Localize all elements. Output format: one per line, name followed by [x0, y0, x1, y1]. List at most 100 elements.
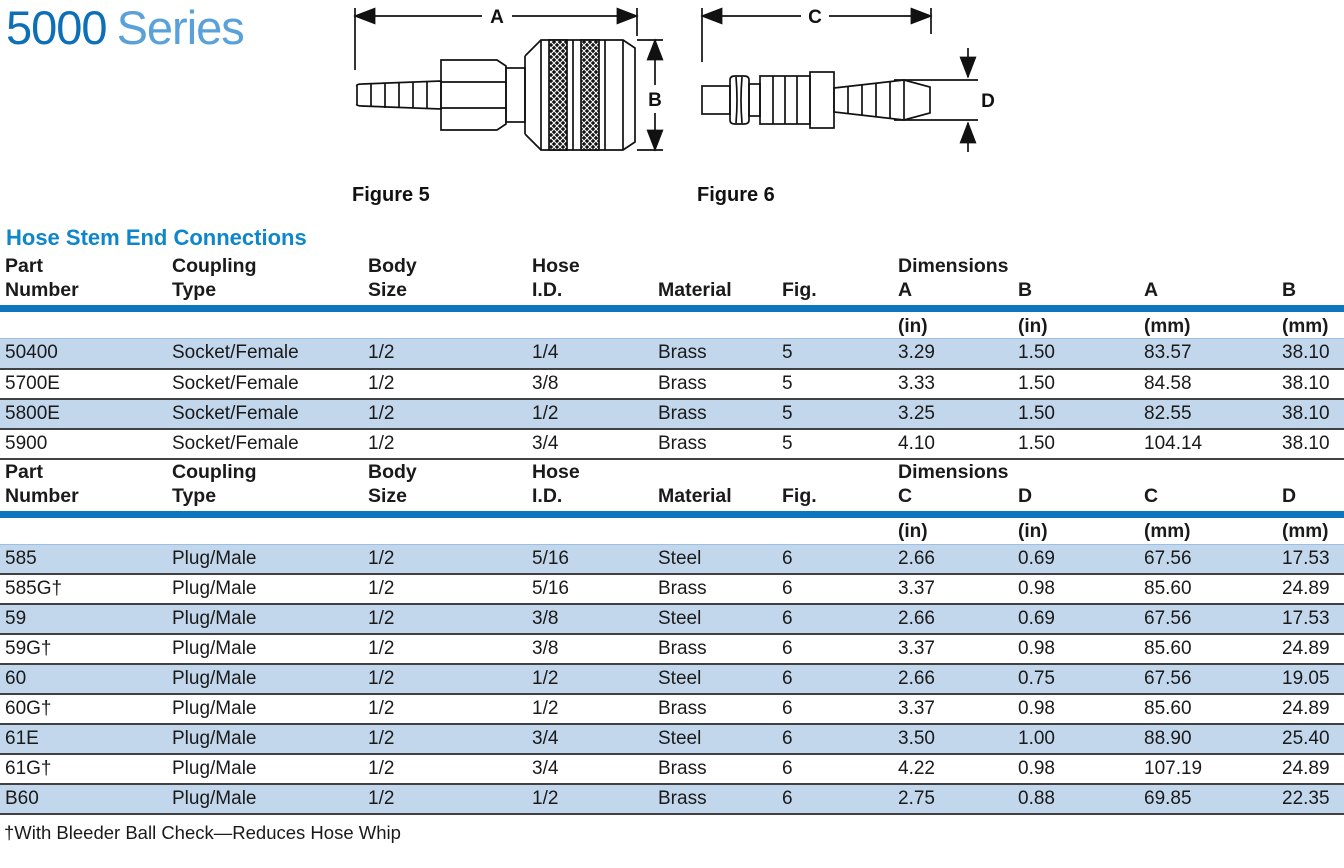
cell-material: Brass: [658, 338, 782, 370]
unit-in: (in): [1018, 514, 1144, 545]
col-dim-d-in: D: [1018, 459, 1144, 518]
col-dim-b-in: B: [1018, 254, 1144, 312]
table-row: 59 Plug/Male 1/2 3/8 Steel 6 2.66 0.69 6…: [0, 604, 1344, 635]
cell-coupling-type: Plug/Male: [172, 604, 368, 635]
footnote: †With Bleeder Ball Check—Reduces Hose Wh…: [4, 822, 401, 843]
cell-dim1-mm: 83.57: [1144, 338, 1282, 370]
col-material: Material: [658, 459, 782, 518]
figure5: A B: [335, 0, 670, 172]
cell-body-size: 1/2: [368, 574, 532, 605]
cell-dim1-mm: 84.58: [1144, 368, 1282, 400]
cell-dim2-mm: 38.10: [1282, 338, 1344, 370]
cell-part-number: 61G†: [0, 754, 172, 785]
cell-dim2-in: 1.50: [1018, 398, 1144, 430]
cell-dim2-mm: 25.40: [1282, 724, 1344, 755]
cell-coupling-type: Plug/Male: [172, 664, 368, 695]
cell-dim2-mm: 38.10: [1282, 398, 1344, 430]
cell-dim2-in: 0.75: [1018, 664, 1144, 695]
cell-hose-id: 3/8: [532, 604, 658, 635]
col-dim-a-mm: A: [1144, 254, 1282, 312]
cell-dim1-in: 3.25: [898, 398, 1018, 430]
section-heading: Hose Stem End Connections: [6, 225, 307, 250]
unit-mm: (mm): [1144, 514, 1282, 545]
cell-hose-id: 5/16: [532, 574, 658, 605]
cell-coupling-type: Plug/Male: [172, 694, 368, 725]
cell-fig: 6: [782, 664, 898, 695]
cell-coupling-type: Socket/Female: [172, 368, 368, 400]
table1-body: 50400 Socket/Female 1/2 1/4 Brass 5 3.29…: [0, 338, 1344, 460]
cell-coupling-type: Plug/Male: [172, 574, 368, 605]
cell-dim2-in: 0.98: [1018, 574, 1144, 605]
cell-dim1-mm: 107.19: [1144, 754, 1282, 785]
cell-dim1-mm: 82.55: [1144, 398, 1282, 430]
cell-coupling-type: Plug/Male: [172, 634, 368, 665]
cell-fig: 6: [782, 724, 898, 755]
cell-body-size: 1/2: [368, 338, 532, 370]
cell-coupling-type: Plug/Male: [172, 754, 368, 785]
unit-mm: (mm): [1144, 308, 1282, 339]
cell-dim2-mm: 24.89: [1282, 754, 1344, 785]
cell-part-number: 61E: [0, 724, 172, 755]
cell-material: Brass: [658, 694, 782, 725]
col-dim-c-mm: C: [1144, 459, 1282, 518]
cell-hose-id: 1/2: [532, 398, 658, 430]
cell-dim2-mm: 17.53: [1282, 604, 1344, 635]
cell-body-size: 1/2: [368, 368, 532, 400]
cell-coupling-type: Socket/Female: [172, 398, 368, 430]
cell-material: Brass: [658, 574, 782, 605]
cell-coupling-type: Plug/Male: [172, 784, 368, 815]
cell-hose-id: 3/8: [532, 368, 658, 400]
cell-body-size: 1/2: [368, 398, 532, 430]
figure5-caption: Figure 5: [352, 184, 430, 206]
cell-fig: 5: [782, 398, 898, 430]
cell-body-size: 1/2: [368, 604, 532, 635]
cell-dim2-mm: 19.05: [1282, 664, 1344, 695]
cell-fig: 6: [782, 694, 898, 725]
col-fig: Fig.: [782, 254, 898, 312]
cell-dim2-in: 0.88: [1018, 784, 1144, 815]
cell-fig: 6: [782, 604, 898, 635]
cell-fig: 6: [782, 784, 898, 815]
socket-coupling-drawing: A B: [353, 7, 664, 152]
col-material: Material: [658, 254, 782, 312]
cell-dim2-mm: 38.10: [1282, 368, 1344, 400]
cell-fig: 5: [782, 338, 898, 370]
cell-material: Brass: [658, 784, 782, 815]
cell-material: Brass: [658, 754, 782, 785]
cell-dim1-in: 3.50: [898, 724, 1018, 755]
table-row: 60G† Plug/Male 1/2 1/2 Brass 6 3.37 0.98…: [0, 694, 1344, 725]
table-row: 5700E Socket/Female 1/2 3/8 Brass 5 3.33…: [0, 368, 1344, 400]
cell-coupling-type: Plug/Male: [172, 544, 368, 575]
col-fig: Fig.: [782, 459, 898, 518]
cell-body-size: 1/2: [368, 784, 532, 815]
cell-material: Steel: [658, 664, 782, 695]
cell-part-number: 5800E: [0, 398, 172, 430]
cell-part-number: 60G†: [0, 694, 172, 725]
table-row: 5900 Socket/Female 1/2 3/4 Brass 5 4.10 …: [0, 428, 1344, 460]
table1-units-row: (in) (in) (mm) (mm): [0, 308, 1344, 339]
cell-dim1-in: 2.66: [898, 604, 1018, 635]
plug-coupling-drawing: C D: [700, 7, 995, 152]
cell-dim2-mm: 24.89: [1282, 634, 1344, 665]
cell-dim2-in: 0.69: [1018, 544, 1144, 575]
cell-dim2-in: 0.98: [1018, 754, 1144, 785]
col-dim-d-mm: D: [1282, 459, 1344, 518]
cell-part-number: 60: [0, 664, 172, 695]
cell-coupling-type: Socket/Female: [172, 338, 368, 370]
cell-hose-id: 3/4: [532, 754, 658, 785]
cell-hose-id: 5/16: [532, 544, 658, 575]
cell-material: Brass: [658, 634, 782, 665]
cell-dim2-mm: 17.53: [1282, 544, 1344, 575]
cell-dim2-in: 0.98: [1018, 634, 1144, 665]
unit-in: (in): [898, 308, 1018, 339]
cell-part-number: 5700E: [0, 368, 172, 400]
